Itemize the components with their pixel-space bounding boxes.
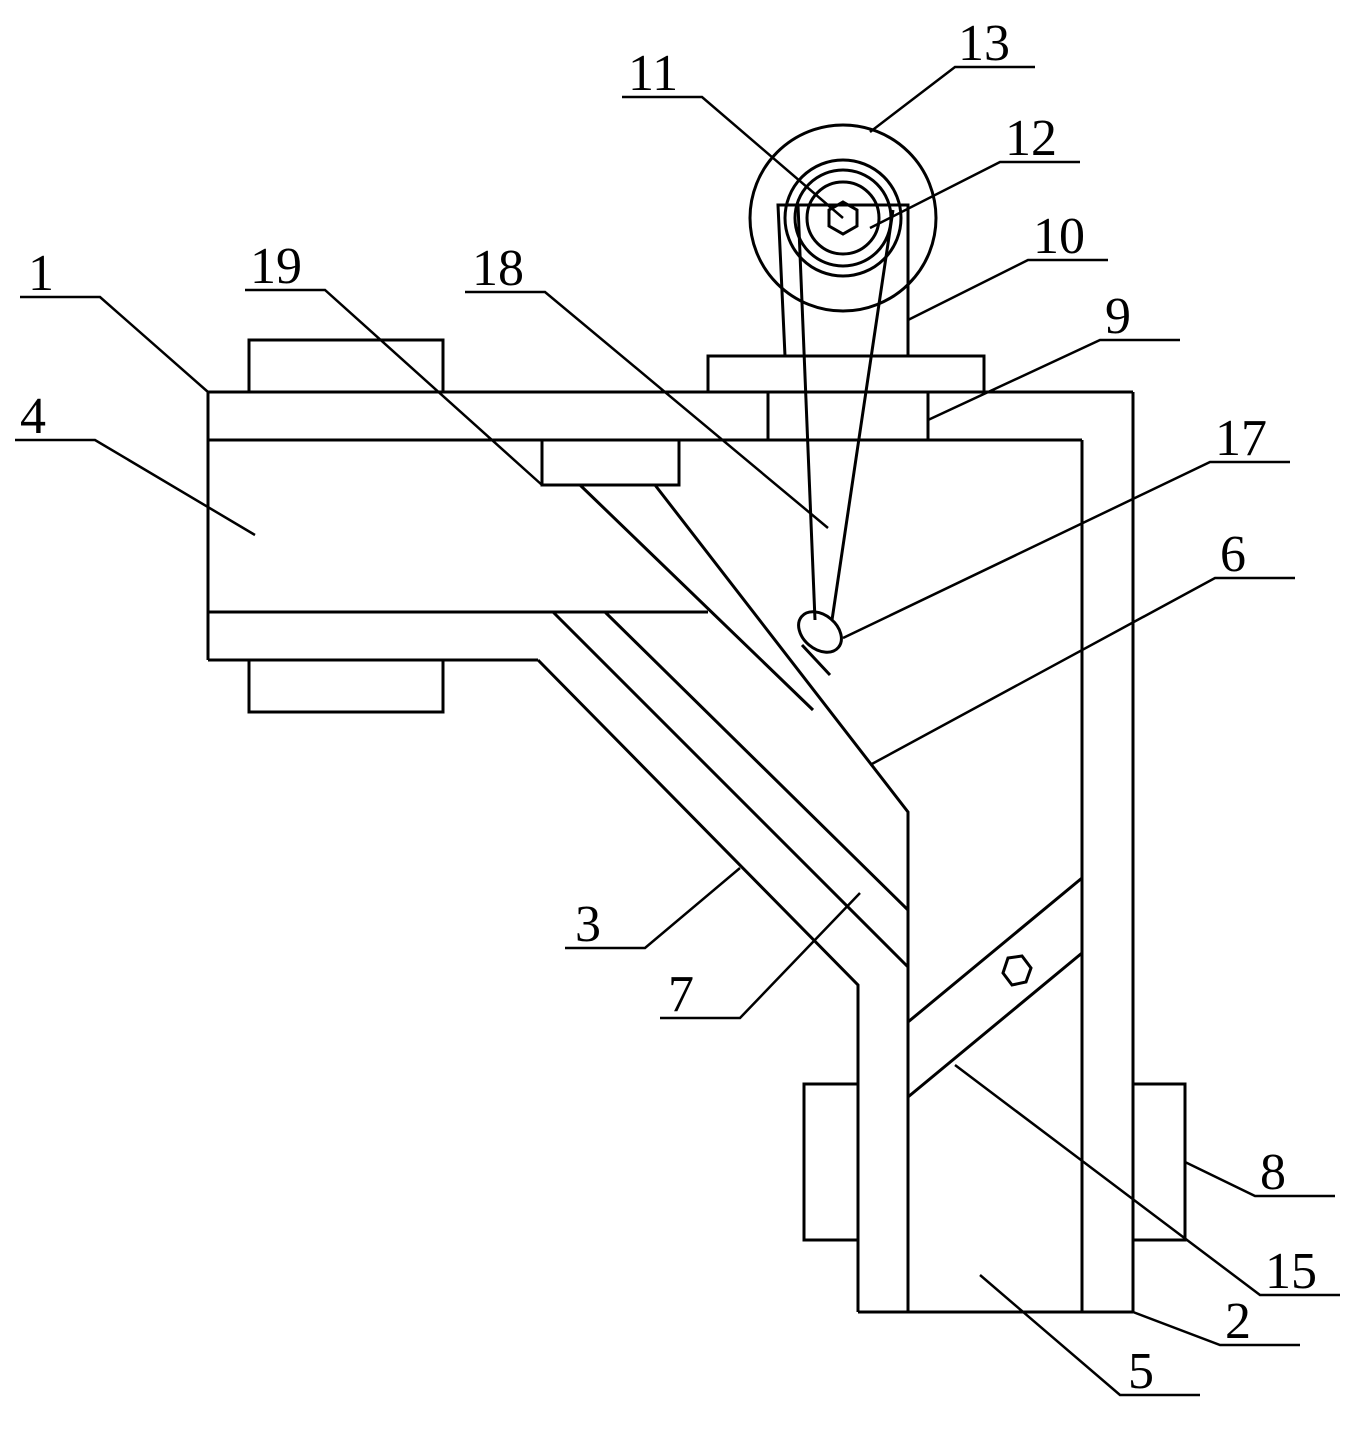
leader-lines	[15, 65, 1340, 1397]
motor-mount	[706, 203, 986, 442]
label-4: 4	[20, 388, 46, 445]
lower-clamp-block-left	[802, 1082, 858, 1242]
upper-clamp-block-bottom	[247, 660, 445, 714]
label-12: 12	[1005, 110, 1057, 167]
vertical-column	[858, 392, 1135, 1314]
leader-8	[1184, 1160, 1335, 1198]
leader-2	[1132, 1310, 1300, 1347]
label-19: 19	[250, 238, 302, 295]
label-13: 13	[958, 15, 1010, 72]
leader-11	[622, 95, 844, 219]
label-15: 15	[1265, 1243, 1317, 1300]
inner-slot	[907, 876, 1083, 1099]
label-18: 18	[472, 240, 524, 297]
upper-clamp-block-top	[247, 338, 445, 392]
leader-18	[465, 290, 829, 529]
cable-end-fitting	[797, 610, 843, 677]
label-5: 5	[1128, 1343, 1154, 1400]
label-3: 3	[575, 896, 601, 953]
leader-6	[869, 576, 1295, 767]
leader-4	[15, 438, 256, 537]
label-17: 17	[1215, 410, 1267, 467]
leader-7	[660, 892, 861, 1020]
leader-12	[869, 160, 1080, 230]
leader-5	[979, 1274, 1200, 1397]
label-2: 2	[1225, 1293, 1251, 1350]
leader-17	[842, 460, 1290, 640]
label-1: 1	[28, 245, 54, 302]
leader-10	[907, 258, 1108, 322]
label-8: 8	[1260, 1144, 1286, 1201]
leader-9	[927, 338, 1180, 422]
lower-clamp-block-right	[1133, 1082, 1187, 1242]
leader-19	[245, 288, 543, 486]
leader-13	[869, 65, 1035, 133]
leader-1	[20, 295, 209, 393]
label-6: 6	[1220, 526, 1246, 583]
label-10: 10	[1033, 208, 1085, 265]
leader-15	[954, 1064, 1340, 1297]
diagonal-brace	[536, 483, 910, 1312]
label-7: 7	[668, 966, 694, 1023]
upper-arm	[206, 390, 1133, 662]
label-11: 11	[628, 45, 678, 102]
leader-3	[565, 867, 741, 950]
slider-block	[540, 438, 681, 487]
reference-labels: 1 4 19 18 11 13 12 10 9 17 6 3 7 8 15 2 …	[20, 15, 1317, 1400]
label-9: 9	[1105, 288, 1131, 345]
belt-cable	[796, 204, 895, 621]
